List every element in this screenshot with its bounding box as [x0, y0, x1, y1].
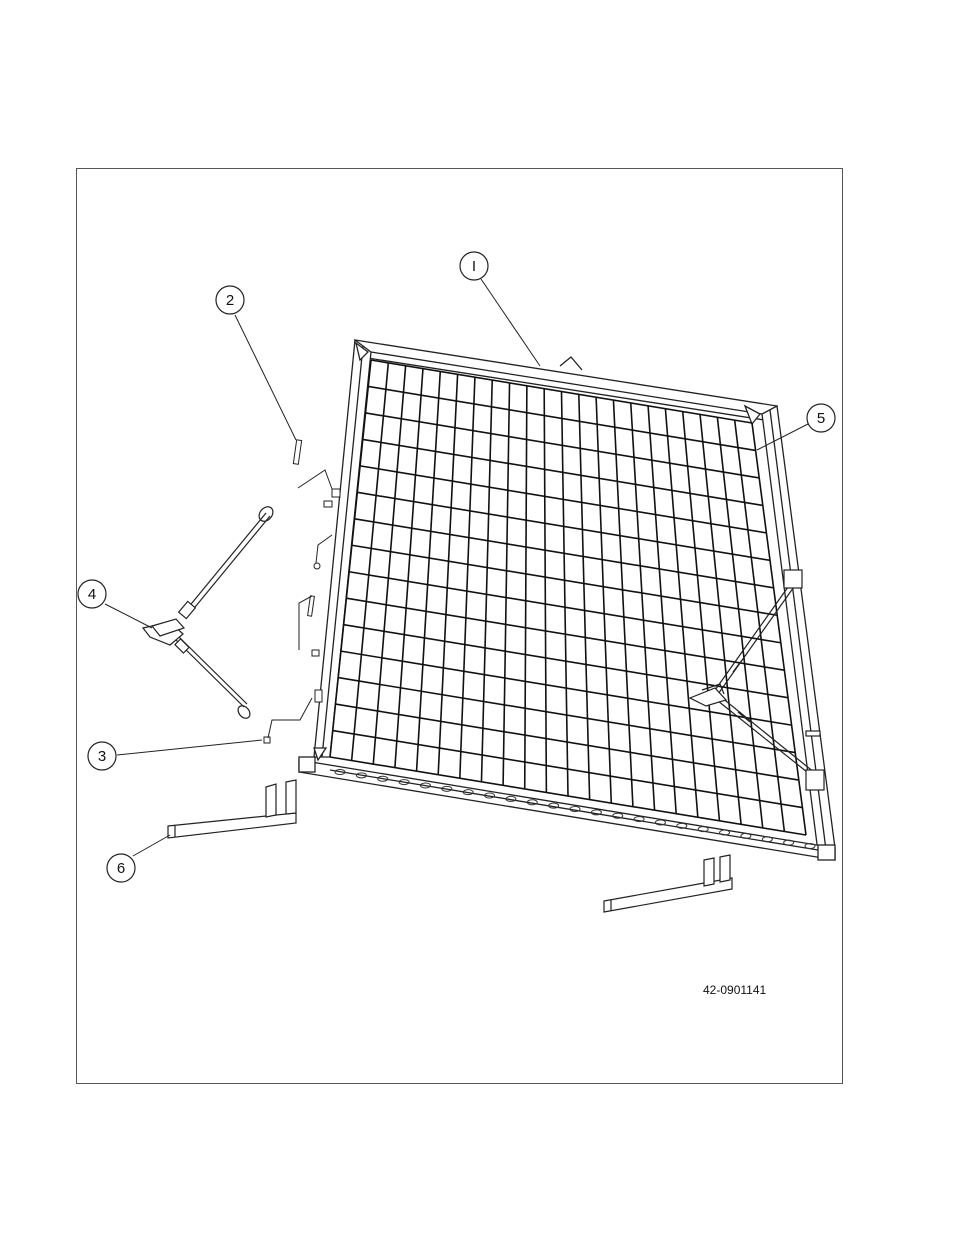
- net-vertical-strap: [683, 412, 720, 821]
- net-vertical-strap: [631, 403, 655, 810]
- net-vertical-strap: [596, 397, 611, 803]
- net-vertical-strap: [562, 392, 569, 797]
- drawing-number: 42-0901141: [703, 983, 766, 997]
- net-vertical-strap: [544, 389, 546, 793]
- svg-text:6: 6: [117, 860, 125, 877]
- net-vertical-strap: [438, 374, 457, 774]
- net-vertical-strap: [460, 377, 475, 778]
- svg-text:2: 2: [226, 292, 234, 309]
- callout-balloon-2: 2: [216, 286, 244, 314]
- net-vertical-strap: [525, 386, 527, 789]
- callout-balloon-3: 3: [88, 742, 116, 770]
- net-vertical-strap: [613, 400, 632, 807]
- support-legs: [168, 780, 732, 912]
- callout-balloon-4: 4: [78, 580, 106, 608]
- svg-text:3: 3: [98, 748, 106, 765]
- net-vertical-strap: [503, 383, 509, 785]
- cargo-net: [330, 360, 806, 835]
- net-vertical-strap: [700, 414, 741, 824]
- svg-text:I: I: [472, 258, 476, 275]
- callout-balloon-5: 5: [807, 404, 835, 432]
- net-vertical-strap: [395, 369, 423, 768]
- callout-balloon-6: 6: [107, 854, 135, 882]
- net-vertical-strap: [481, 380, 492, 782]
- net-vertical-strap: [579, 394, 590, 799]
- net-vertical-strap: [665, 409, 697, 818]
- callout-balloon-1: I: [460, 252, 488, 280]
- net-vertical-strap: [417, 371, 441, 771]
- svg-text:5: 5: [817, 410, 825, 427]
- net-vertical-strap: [373, 366, 405, 764]
- svg-text:4: 4: [88, 586, 96, 603]
- net-vertical-strap: [648, 406, 676, 814]
- loose-strap-assembly: [143, 504, 276, 721]
- net-vertical-strap: [717, 417, 762, 828]
